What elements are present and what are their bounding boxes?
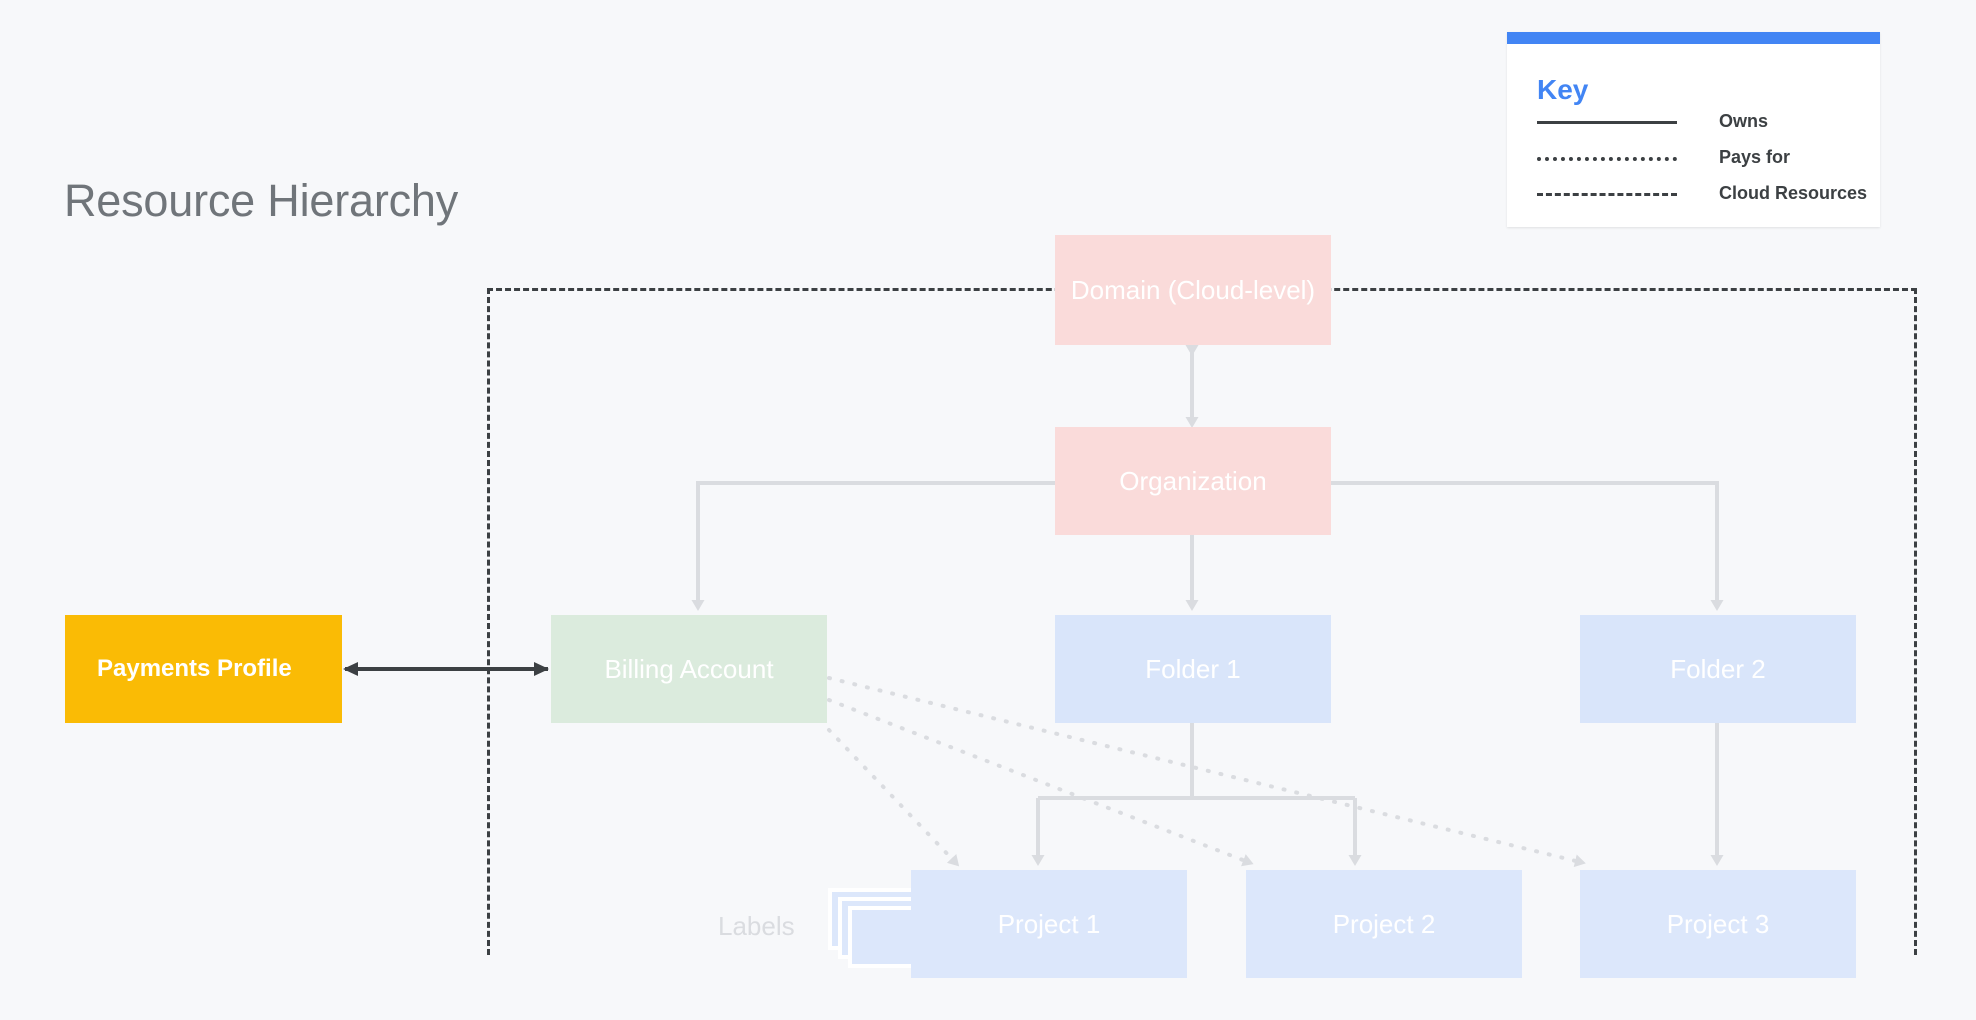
node-domain[interactable]: Domain (Cloud-level): [1055, 235, 1331, 345]
key-accent-bar: [1507, 32, 1880, 44]
node-organization[interactable]: Organization: [1055, 427, 1331, 535]
key-item-pays-for: Pays for: [1507, 146, 1880, 182]
solid-line-icon: [1537, 121, 1677, 124]
node-payments-profile[interactable]: Payments Profile: [65, 615, 342, 723]
node-project-2[interactable]: Project 2: [1246, 870, 1522, 978]
page-title: Resource Hierarchy: [64, 175, 459, 226]
key-item-cloud-resources: Cloud Resources: [1507, 182, 1880, 228]
node-folder-2[interactable]: Folder 2: [1580, 615, 1856, 723]
key-item-list: Owns Pays for Cloud Resources: [1507, 110, 1880, 228]
key-title: Key: [1537, 74, 1589, 105]
key-item-owns: Owns: [1507, 110, 1880, 146]
node-billing-account[interactable]: Billing Account: [551, 615, 827, 723]
key-item-label: Pays for: [1719, 147, 1791, 167]
labels-caption: Labels: [718, 911, 795, 941]
node-project-1[interactable]: Project 1: [911, 870, 1187, 978]
node-folder-1[interactable]: Folder 1: [1055, 615, 1331, 723]
dotted-line-icon: [1537, 157, 1677, 161]
dashed-line-icon: [1537, 193, 1677, 196]
key-item-label: Owns: [1719, 111, 1769, 131]
key-legend-card: Key Owns Pays for Cloud Resources: [1507, 32, 1880, 227]
key-item-label: Cloud Resources: [1719, 183, 1868, 203]
node-project-3[interactable]: Project 3: [1580, 870, 1856, 978]
